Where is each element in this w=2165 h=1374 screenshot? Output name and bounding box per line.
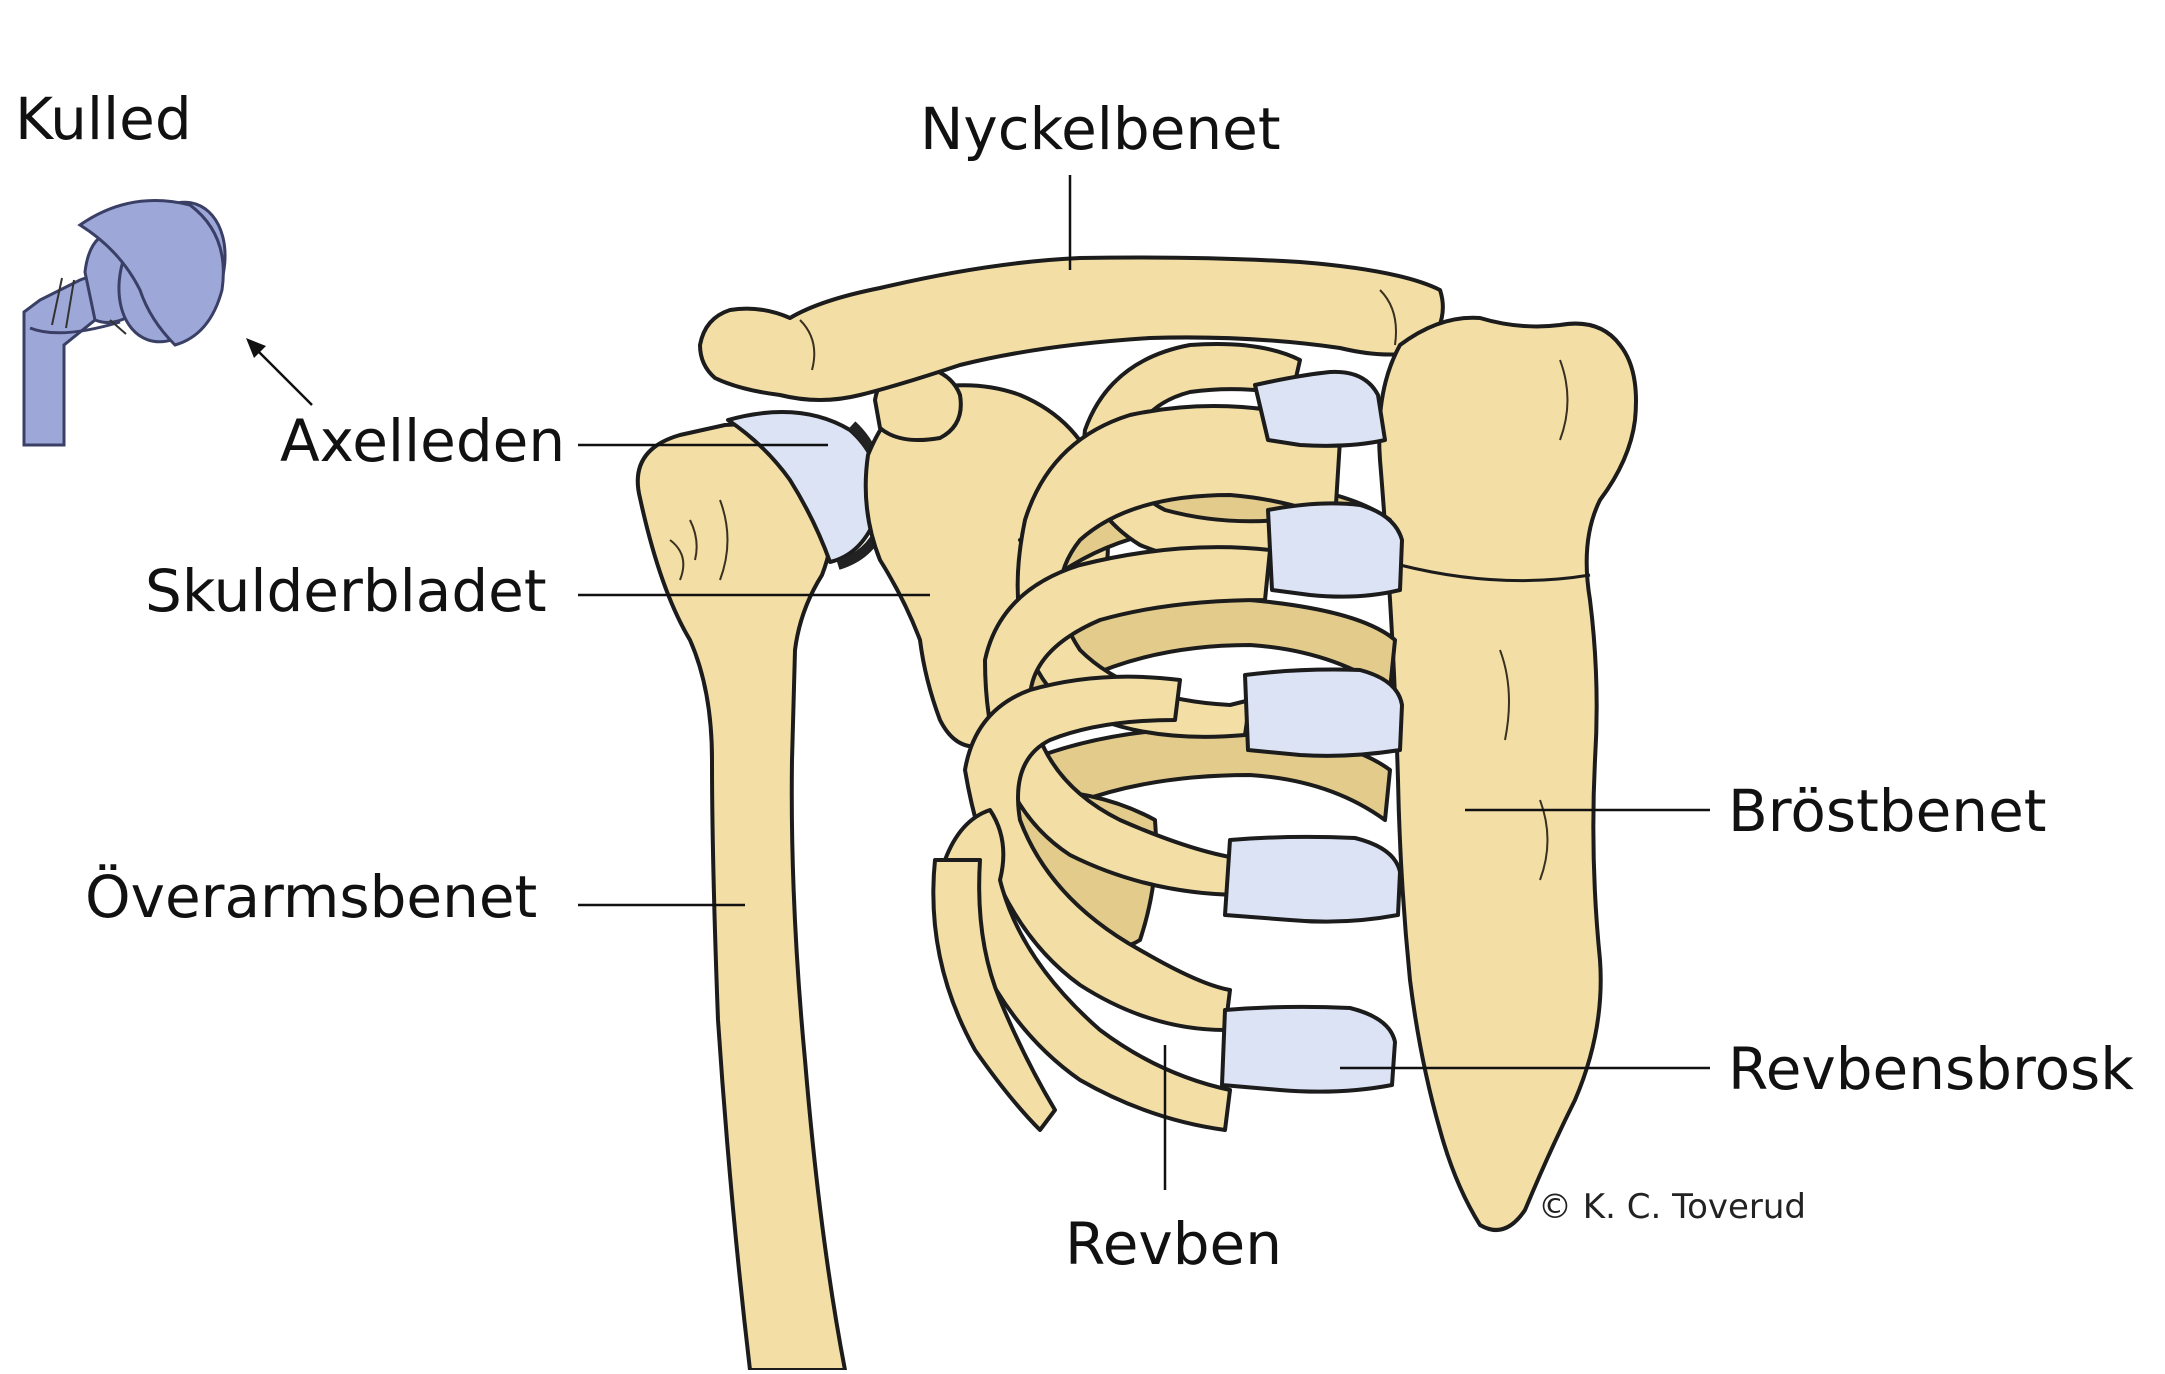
label-ball-joint: Kulled bbox=[15, 85, 192, 153]
label-sternum: Bröstbenet bbox=[1728, 777, 2047, 845]
ribs-front bbox=[931, 342, 1342, 1132]
ball-joint-arrow bbox=[251, 344, 313, 406]
sternum-bone bbox=[1377, 315, 1638, 1232]
costal-cartilages bbox=[1220, 369, 1404, 1094]
ball-joint-arrowhead bbox=[246, 338, 266, 358]
label-costal-cartilage: Revbensbrosk bbox=[1728, 1035, 2134, 1103]
label-shoulder-joint: Axelleden bbox=[280, 407, 566, 475]
label-rib: Revben bbox=[1065, 1210, 1282, 1278]
humerus-bone bbox=[635, 422, 847, 1372]
label-clavicle: Nyckelbenet bbox=[920, 95, 1281, 163]
copyright-text: © K. C. Toverud bbox=[1538, 1187, 1807, 1227]
ball-joint-model bbox=[22, 199, 227, 447]
label-scapula: Skulderbladet bbox=[145, 557, 547, 625]
label-humerus: Överarmsbenet bbox=[85, 863, 538, 931]
